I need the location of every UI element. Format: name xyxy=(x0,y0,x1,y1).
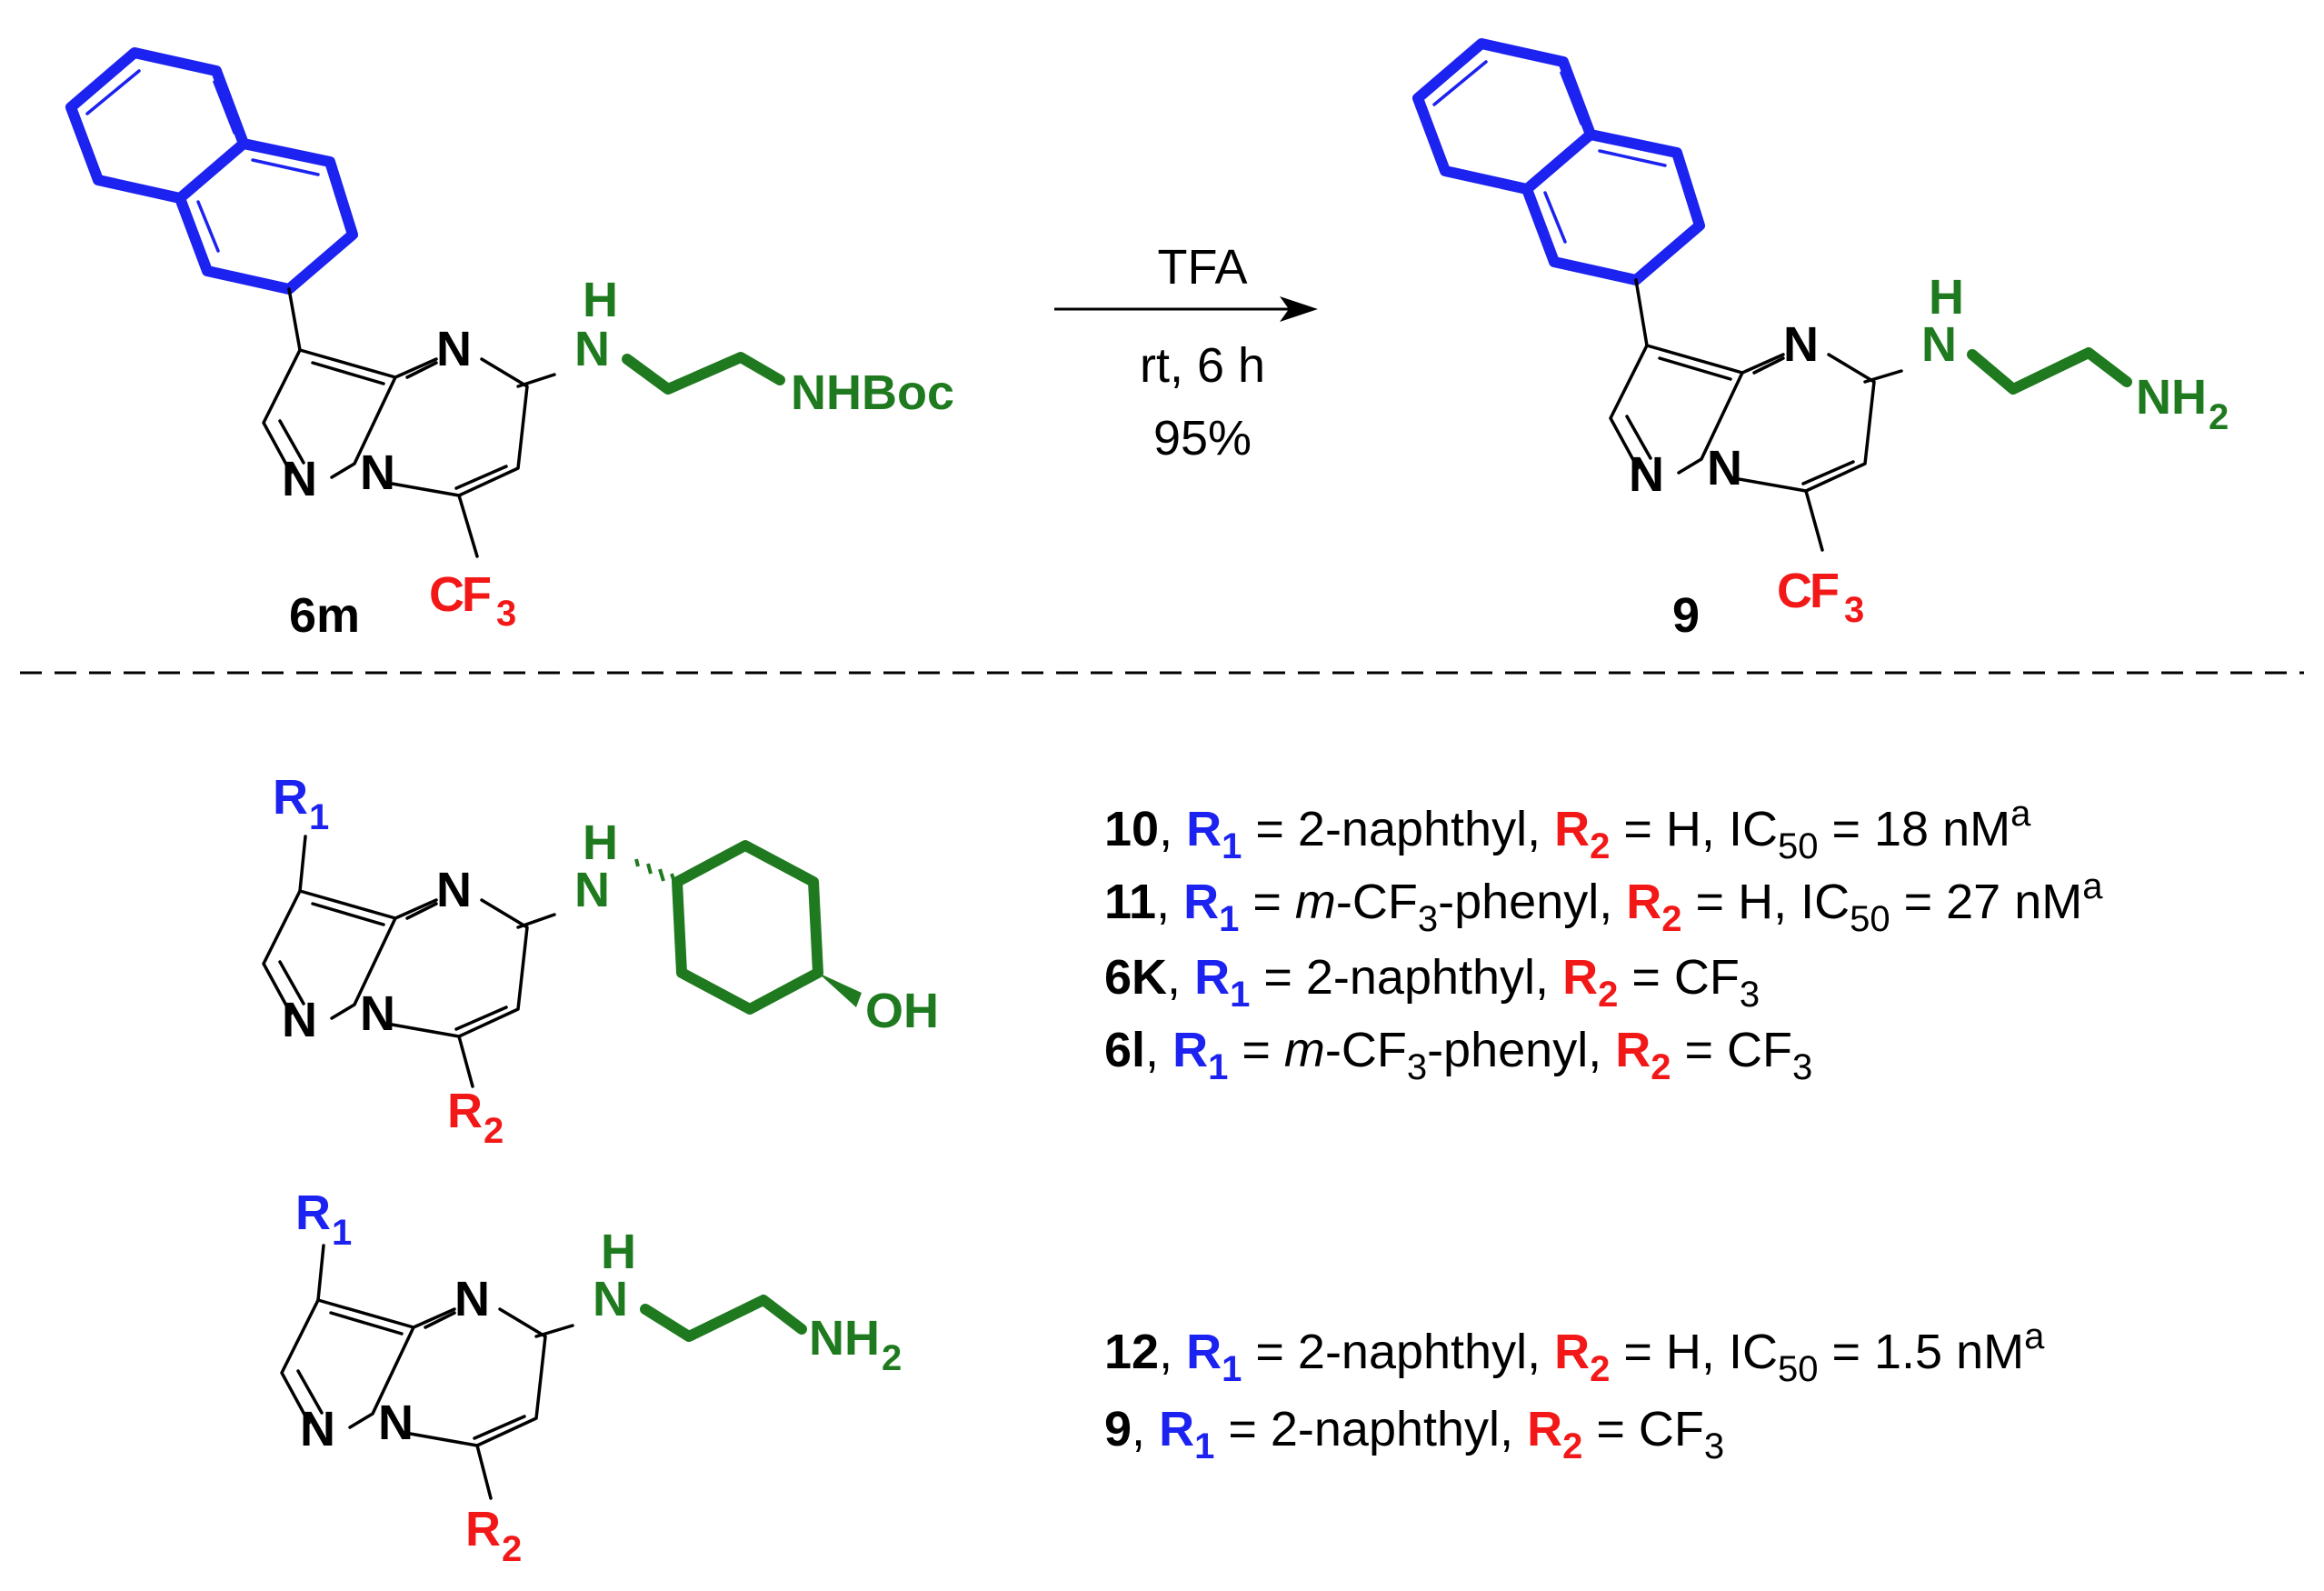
entries-group-1: 10, R1 = 2-naphthyl, R2 = H, IC50 = 18 n… xyxy=(1104,794,2103,1087)
svg-text:2: 2 xyxy=(484,1111,504,1151)
cf3-group: C F 3 xyxy=(1777,564,1864,630)
hydroxyl-group: OH xyxy=(865,984,939,1038)
atom-n4: N xyxy=(436,863,472,917)
nh2-group: NH 2 xyxy=(809,1311,902,1378)
svg-text:1: 1 xyxy=(332,1213,352,1253)
hashed-wedge xyxy=(634,858,678,889)
atom-h: H xyxy=(583,816,618,870)
svg-text:1: 1 xyxy=(309,797,329,837)
atom-n4: N xyxy=(454,1272,490,1326)
atom-h: H xyxy=(601,1225,636,1279)
svg-text:F: F xyxy=(462,567,492,622)
svg-text:C: C xyxy=(429,567,464,622)
condition-reagent: TFA xyxy=(1157,240,1247,295)
atom-n7a: N xyxy=(360,986,395,1041)
svg-text:R: R xyxy=(295,1186,331,1240)
entry-6K: 6K, R1 = 2-naphthyl, R2 = CF3 xyxy=(1104,950,1760,1015)
entry-9: 9, R1 = 2-naphthyl, R2 = CF3 xyxy=(1104,1402,1724,1466)
r2-substituent: R 2 xyxy=(447,1084,504,1151)
atom-n1: N xyxy=(282,993,317,1047)
atom-n7a: N xyxy=(1707,441,1742,495)
atom-nh: N xyxy=(1921,317,1957,372)
r1-substituent: R 1 xyxy=(273,770,329,837)
svg-text:C: C xyxy=(1777,564,1812,618)
svg-text:2: 2 xyxy=(2209,397,2229,437)
r1-rest: -CF3-phenyl xyxy=(1325,1023,1588,1087)
svg-text:R: R xyxy=(465,1502,501,1556)
atom-h: H xyxy=(1929,270,1964,325)
entry-6l: 6l, R1 = m-CF3-phenyl, R2 = CF3 xyxy=(1104,1023,1812,1087)
atom-nh: N xyxy=(574,863,610,917)
nhboc-group: NHBoc xyxy=(791,365,954,420)
compound-label-9: 9 xyxy=(1672,588,1700,643)
svg-text:NH: NH xyxy=(2136,370,2207,425)
r2-substituent: R 2 xyxy=(465,1502,522,1569)
svg-text:2: 2 xyxy=(502,1529,522,1569)
condition-temp-time: rt, 6 h xyxy=(1140,338,1265,393)
atom-n1: N xyxy=(282,452,317,506)
svg-text:NH: NH xyxy=(809,1311,880,1366)
atom-n4: N xyxy=(1783,317,1819,372)
atom-n7a: N xyxy=(360,445,395,500)
starting-material-6m: N N N H N NHBoc C F 3 6m xyxy=(71,53,954,643)
atom-n1: N xyxy=(300,1402,335,1456)
svg-text:2: 2 xyxy=(882,1338,902,1378)
atom-h: H xyxy=(583,273,618,327)
atom-n1: N xyxy=(1629,447,1664,502)
svg-text:R: R xyxy=(273,770,308,825)
atom-n7a: N xyxy=(378,1396,414,1450)
reaction-arrow: TFA rt, 6 h 95% xyxy=(1054,240,1318,465)
scaffold-cyclohexanol: N N N H N OH R 1 R 2 xyxy=(262,770,939,1151)
atom-nh: N xyxy=(593,1272,628,1326)
entry-11: 11, R1 = m-CF3-phenyl, R2 = H, IC50 = 27… xyxy=(1104,866,2103,939)
entries-group-2: 12, R1 = 2-naphthyl, R2 = H, IC50 = 1.5 … xyxy=(1104,1316,2045,1466)
entry-10: 10, R1 = 2-naphthyl, R2 = H, IC50 = 18 n… xyxy=(1104,794,2031,866)
compound-label-6m: 6m xyxy=(289,588,360,643)
atom-nh: N xyxy=(574,322,610,376)
atom-n4: N xyxy=(436,322,472,376)
nh2-group: NH 2 xyxy=(2136,370,2229,437)
condition-yield: 95% xyxy=(1153,411,1252,465)
entry-12: 12, R1 = 2-naphthyl, R2 = H, IC50 = 1.5 … xyxy=(1104,1316,2045,1389)
svg-text:R: R xyxy=(447,1084,483,1138)
cf3-group: C F 3 xyxy=(429,567,516,634)
svg-text:3: 3 xyxy=(496,594,516,634)
r1-rest: -CF3-phenyl xyxy=(1336,875,1599,939)
svg-text:3: 3 xyxy=(1844,590,1864,630)
r1-substituent: R 1 xyxy=(295,1186,352,1253)
svg-text:F: F xyxy=(1810,564,1840,618)
scaffold-ethylenediamine: N N N H N NH 2 R 1 R 2 xyxy=(280,1186,902,1569)
product-9: N N N H N NH 2 C F 3 9 xyxy=(1418,44,2229,643)
